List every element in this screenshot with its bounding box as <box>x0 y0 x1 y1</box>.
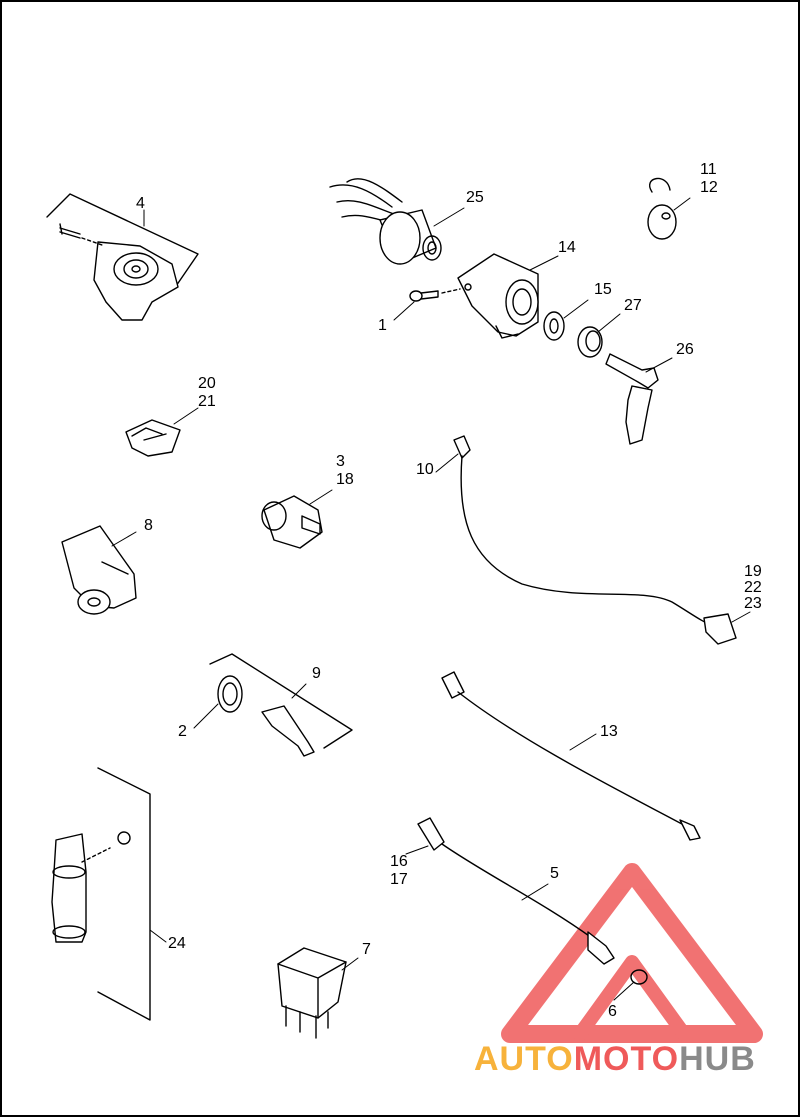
callout-24: 24 <box>168 935 186 952</box>
callout-1: 1 <box>378 317 387 334</box>
callout-26: 26 <box>676 341 694 358</box>
callout-11: 11 <box>700 161 717 178</box>
watermark-moto: MOTO <box>573 1040 680 1078</box>
callout-23: 23 <box>744 595 762 612</box>
callout-18: 18 <box>336 471 354 488</box>
connector-icon <box>329 178 442 265</box>
cable-icon <box>453 435 737 645</box>
callout-15: 15 <box>594 281 612 298</box>
key-icon <box>605 353 659 445</box>
callout-8: 8 <box>144 517 153 534</box>
callout-14: 14 <box>558 239 576 256</box>
sensor-icon <box>417 817 615 965</box>
callout-12: 12 <box>700 179 718 196</box>
relay-icon <box>277 947 347 1039</box>
callout-9: 9 <box>312 665 321 682</box>
pressure-switch-icon <box>261 495 323 549</box>
callout-20: 20 <box>198 375 216 392</box>
temp-sensor-icon <box>209 653 353 757</box>
cable-icon <box>441 671 701 841</box>
callout-7: 7 <box>362 941 371 958</box>
key-tag-icon <box>647 177 677 240</box>
callout-6: 6 <box>608 1003 617 1020</box>
callout-13: 13 <box>600 723 618 740</box>
pressure-switch-icon <box>51 767 151 1021</box>
o-ring-icon <box>630 969 648 985</box>
callout-5: 5 <box>550 865 559 882</box>
throttle-sensor-icon <box>46 193 199 321</box>
callout-10: 10 <box>416 461 434 478</box>
callout-22: 22 <box>744 579 762 596</box>
callout-17: 17 <box>390 871 408 888</box>
watermark-hub: HUB <box>679 1040 756 1078</box>
leader-lines <box>111 197 751 1001</box>
washer-icon <box>543 311 565 341</box>
map-sensor-icon <box>61 525 137 615</box>
callout-3: 3 <box>336 453 345 470</box>
callout-25: 25 <box>466 189 484 206</box>
fuse-icon <box>125 419 181 457</box>
callout-16: 16 <box>390 853 408 870</box>
callout-4: 4 <box>136 195 145 212</box>
callout-19: 19 <box>744 563 762 580</box>
bezel-icon <box>577 326 603 358</box>
callout-27: 27 <box>624 297 642 314</box>
callout-2: 2 <box>178 723 187 740</box>
watermark-auto: AUTO <box>474 1040 574 1078</box>
screw-icon <box>409 288 461 302</box>
logo-triangle-icon <box>501 863 763 1043</box>
automotohub-watermark: AUTOMOTOHUB <box>474 1040 756 1079</box>
callout-21: 21 <box>198 393 216 410</box>
ignition-switch-icon <box>457 253 539 339</box>
